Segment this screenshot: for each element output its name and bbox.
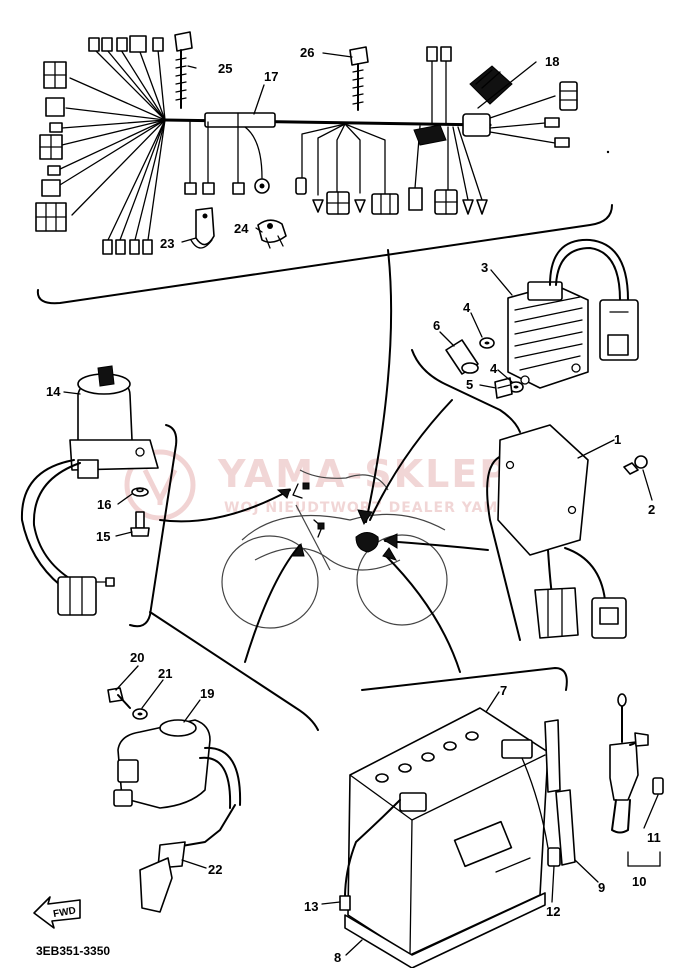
callout-2: 2	[648, 502, 655, 517]
ignition-coil-part-19	[113, 719, 242, 849]
callout-9: 9	[598, 880, 605, 895]
bolt-part-20	[107, 687, 131, 709]
watermark-sub: WOJ NIEUDTWORZ DEALER YAMAHA	[224, 500, 535, 516]
band-part-25	[174, 31, 193, 109]
battery-part-7	[347, 707, 549, 956]
callout-11: 11	[647, 830, 661, 845]
spacer-part-6	[445, 339, 479, 375]
watermark-logo-icon	[124, 449, 196, 521]
clamp-part-23	[190, 207, 215, 249]
rectifier-panel	[411, 238, 639, 433]
battery-lead-part-13	[339, 799, 401, 911]
callout-4b: 4	[490, 361, 498, 376]
callout-19: 19	[200, 686, 214, 701]
panel-outline-coil	[149, 611, 319, 731]
left-wire-fan	[35, 35, 166, 255]
callout-leaders	[63, 52, 659, 956]
harness-panel	[35, 31, 613, 305]
plug-cap-part-22	[139, 841, 186, 913]
motorcycle-outline	[221, 469, 448, 629]
panel-outline-left	[129, 424, 178, 628]
callout-24: 24	[234, 221, 249, 236]
mounting-point	[355, 532, 379, 553]
callout-13: 13	[304, 899, 318, 914]
callout-4a: 4	[463, 300, 471, 315]
callout-labels: 1 2 3 4 4 5 6 7 8 9 10 11 12 13 14 15 16…	[46, 45, 661, 965]
callout-1: 1	[614, 432, 621, 447]
direction-label: FWD	[52, 905, 76, 920]
callout-6: 6	[433, 318, 440, 333]
callout-16: 16	[97, 497, 111, 512]
breather-pipe-part-9	[521, 719, 576, 866]
callout-17: 17	[264, 69, 278, 84]
band-part-26	[349, 46, 369, 111]
harness-panel-outline	[36, 204, 613, 305]
panel-outline-rectifier	[411, 349, 521, 433]
callout-14: 14	[46, 384, 61, 399]
washer-part-21	[132, 708, 148, 720]
callout-20: 20	[130, 650, 144, 665]
battery-panel	[339, 667, 576, 968]
panel-outline-battery	[361, 667, 568, 691]
connector-3pin	[559, 81, 578, 111]
callout-26: 26	[300, 45, 314, 60]
callout-12: 12	[546, 904, 560, 919]
clamp-part-24	[257, 219, 287, 249]
callout-25: 25	[218, 61, 232, 76]
callout-18: 18	[545, 54, 559, 69]
battery-band-part-8	[344, 892, 546, 968]
callout-22: 22	[208, 862, 222, 877]
ignition-coil-panel	[107, 611, 319, 913]
callout-3: 3	[481, 260, 488, 275]
callout-15: 15	[96, 529, 110, 544]
washer-part-16	[131, 487, 149, 497]
cdi-panel	[486, 424, 648, 641]
main-switch-panel	[20, 365, 178, 628]
leader-lines	[159, 249, 489, 673]
screw-part-2	[623, 455, 648, 475]
fuse-part-11	[652, 777, 664, 795]
forward-arrow-icon: FWD	[33, 896, 81, 929]
cdi-unit-part-1	[497, 424, 627, 639]
callout-5: 5	[466, 377, 473, 392]
relay-part-18	[469, 65, 513, 105]
callout-10: 10	[632, 874, 646, 889]
callout-23: 23	[160, 236, 174, 251]
washer-part-4a	[479, 337, 495, 349]
callout-8: 8	[334, 950, 341, 965]
harness-junction	[462, 113, 491, 137]
main-switch-part-14	[20, 365, 159, 616]
fuse-assembly-part-10	[609, 693, 664, 867]
rectifier-regulator-part-3	[507, 238, 639, 389]
drawing-code: 3EB351-3350	[36, 944, 110, 958]
bolt-part-5	[494, 377, 513, 399]
harness-sleeve	[204, 112, 276, 128]
terminal-part-12	[547, 847, 561, 867]
callout-7: 7	[500, 683, 507, 698]
screw-part-15	[130, 511, 150, 537]
callout-21: 21	[158, 666, 172, 681]
